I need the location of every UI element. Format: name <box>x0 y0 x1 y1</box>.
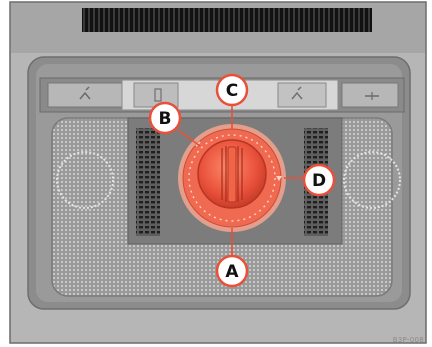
map-light-switch-left[interactable] <box>48 83 122 107</box>
vent-slots-left <box>136 128 160 236</box>
svg-text:C: C <box>226 81 238 101</box>
dial-pointer-bar <box>228 147 236 202</box>
svg-text:B: B <box>159 109 172 129</box>
top-vent-grille <box>82 8 372 32</box>
callout-c: C <box>217 75 247 105</box>
callout-b: B <box>150 103 180 133</box>
svg-text:D: D <box>312 171 326 191</box>
callout-d: D <box>304 165 334 195</box>
map-light-switch-right[interactable] <box>278 83 326 107</box>
figure-code: B3P-008 <box>393 336 424 344</box>
interior-light-off-switch[interactable] <box>342 83 398 107</box>
callout-a: A <box>217 256 247 286</box>
rotary-dial[interactable] <box>178 124 286 232</box>
svg-text:A: A <box>225 262 239 282</box>
